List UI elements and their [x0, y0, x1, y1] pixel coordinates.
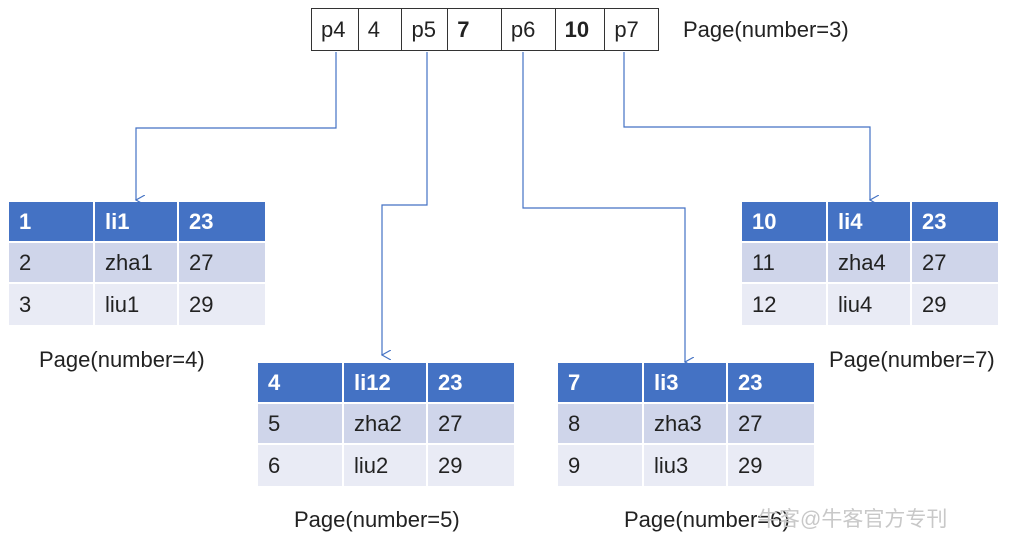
- cell-age: 27: [179, 243, 265, 284]
- cell-id: 7: [558, 363, 644, 404]
- cell-id: 12: [742, 284, 828, 325]
- page-7-label: Page(number=7): [829, 347, 995, 372]
- cell-name: zha4: [828, 243, 912, 284]
- cell-id: 3: [9, 284, 95, 325]
- page-5-table: 4 li12 23 5 zha2 27 6 liu2 29: [258, 363, 514, 486]
- table-row: 1 li1 23: [9, 202, 265, 243]
- cell-age: 23: [728, 363, 814, 404]
- cell-id: 1: [9, 202, 95, 243]
- table-row: 11 zha4 27: [742, 243, 998, 284]
- cell-age: 29: [912, 284, 998, 325]
- cell-id: 2: [9, 243, 95, 284]
- cell-id: 8: [558, 404, 644, 445]
- cell-name: li1: [95, 202, 179, 243]
- cell-name: zha3: [644, 404, 728, 445]
- page-4-label: Page(number=4): [39, 347, 205, 372]
- cell-age: 29: [728, 445, 814, 486]
- page-6-label: Page(number=6): [624, 507, 790, 532]
- table-row: 3 liu1 29: [9, 284, 265, 325]
- table-row: 5 zha2 27: [258, 404, 514, 445]
- table-row: 8 zha3 27: [558, 404, 814, 445]
- root-cell-p5: p5: [401, 9, 447, 50]
- cell-id: 4: [258, 363, 344, 404]
- cell-age: 23: [179, 202, 265, 243]
- table-row: 2 zha1 27: [9, 243, 265, 284]
- cell-name: liu2: [344, 445, 428, 486]
- cell-name: liu1: [95, 284, 179, 325]
- root-cell-p4: p4: [321, 16, 346, 42]
- cell-name: zha2: [344, 404, 428, 445]
- root-page: p4 4 p5 7 p6 10 p7: [311, 8, 659, 51]
- page-5-label: Page(number=5): [294, 507, 460, 532]
- table-row: 9 liu3 29: [558, 445, 814, 486]
- page-7-table: 10 li4 23 11 zha4 27 12 liu4 29: [742, 202, 998, 325]
- root-cell-key-4: 4: [357, 9, 402, 50]
- cell-age: 29: [428, 445, 514, 486]
- root-cell-key-7: 7: [447, 9, 501, 50]
- table-row: 6 liu2 29: [258, 445, 514, 486]
- cell-name: liu3: [644, 445, 728, 486]
- table-row: 4 li12 23: [258, 363, 514, 404]
- cell-id: 11: [742, 243, 828, 284]
- cell-age: 23: [428, 363, 514, 404]
- cell-name: li4: [828, 202, 912, 243]
- table-row: 10 li4 23: [742, 202, 998, 243]
- cell-age: 29: [179, 284, 265, 325]
- cell-id: 9: [558, 445, 644, 486]
- page-4-table: 1 li1 23 2 zha1 27 3 liu1 29: [9, 202, 265, 325]
- arrow-p5-to-page5: [382, 52, 428, 355]
- table-row: 12 liu4 29: [742, 284, 998, 325]
- cell-name: zha1: [95, 243, 179, 284]
- cell-age: 23: [912, 202, 998, 243]
- root-page-label: Page(number=3): [683, 17, 849, 42]
- page-6-table: 7 li3 23 8 zha3 27 9 liu3 29: [558, 363, 814, 486]
- watermark: 牛客@牛客官方专刊: [758, 508, 948, 531]
- root-cell-p6: p6: [500, 9, 555, 50]
- cell-id: 6: [258, 445, 344, 486]
- cell-age: 27: [912, 243, 998, 284]
- root-cell-key-10: 10: [554, 9, 605, 50]
- cell-name: li12: [344, 363, 428, 404]
- cell-id: 10: [742, 202, 828, 243]
- arrow-p4-to-page4: [136, 52, 337, 200]
- table-row: 7 li3 23: [558, 363, 814, 404]
- arrow-p6-to-page6: [522, 52, 685, 362]
- cell-name: li3: [644, 363, 728, 404]
- cell-age: 27: [428, 404, 514, 445]
- cell-age: 27: [728, 404, 814, 445]
- arrow-p7-to-page7: [623, 52, 870, 200]
- cell-name: liu4: [828, 284, 912, 325]
- cell-id: 5: [258, 404, 344, 445]
- root-cell-p7: p7: [604, 9, 658, 50]
